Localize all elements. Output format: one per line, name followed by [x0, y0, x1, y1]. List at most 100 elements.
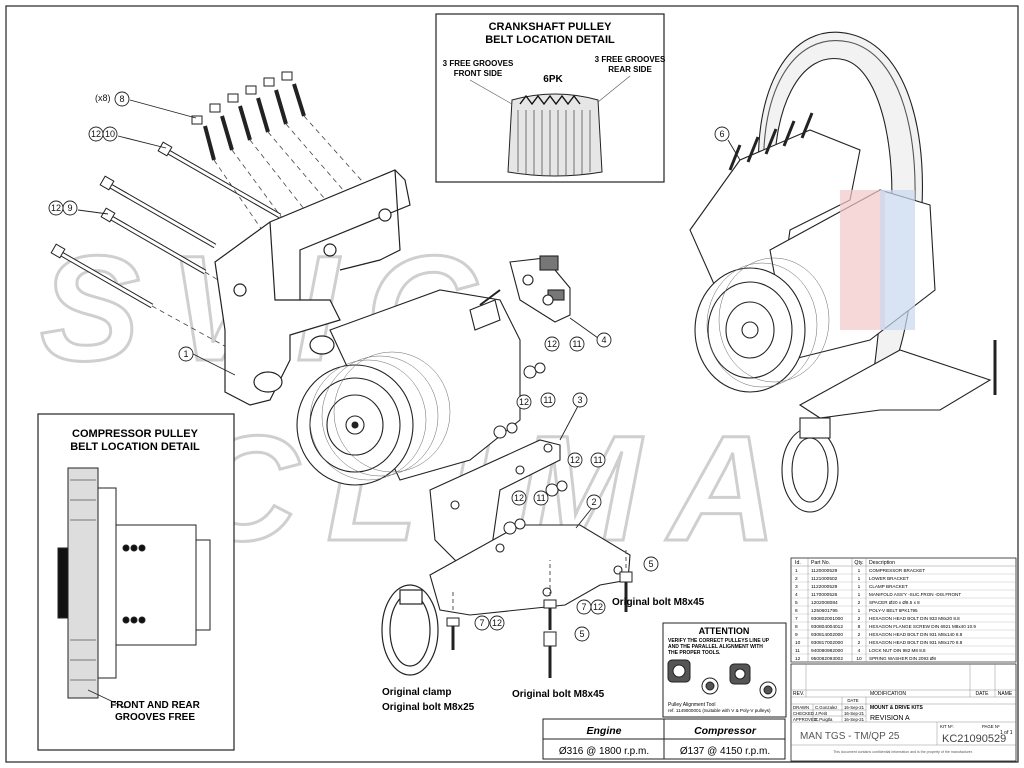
crankshaft-detail-title: CRANKSHAFT PULLEY — [489, 21, 612, 33]
bom-cell: 1250601795 — [811, 608, 838, 614]
svg-text:APPROVED: APPROVED — [793, 717, 817, 722]
bom-cell: 11 — [795, 648, 800, 654]
callout-2 — [586, 494, 602, 510]
callout-11a — [569, 336, 585, 352]
bom-cell: 2 — [795, 576, 798, 582]
bom-cell: LOCK NUT DIN 982 M8 8.8 — [869, 648, 926, 653]
svg-text:This document contains confide: This document contains confidential info… — [833, 750, 973, 754]
svg-text:REAR SIDE: REAR SIDE — [608, 65, 652, 74]
svg-text:8: 8 — [119, 94, 124, 104]
bom-cell: 930804004012 — [811, 624, 843, 630]
svg-text:FRONT SIDE: FRONT SIDE — [454, 69, 503, 78]
svg-text:12: 12 — [570, 455, 580, 465]
callout-6 — [714, 126, 730, 142]
original-clamp — [381, 584, 439, 676]
svg-text:16-Sep-21: 16-Sep-21 — [844, 711, 865, 716]
bom-cell: 10 — [856, 656, 862, 662]
bom-header-cell: Description — [869, 560, 895, 566]
attention-box: ATTENTION VERIFY THE CORRECT PULLEYS LIN… — [662, 622, 787, 718]
bom-cell: HEXAGON HEAD BOLT DIN 931 M8x170 8.8 — [869, 640, 963, 645]
bom-cell: 6 — [795, 608, 798, 614]
svg-text:11: 11 — [543, 395, 552, 405]
kits-label: MOUNT & DRIVE KITS — [870, 705, 923, 711]
svg-text:MODIFICATION: MODIFICATION — [870, 691, 906, 697]
svg-text:3: 3 — [577, 395, 582, 405]
bom-cell: 940080982000 — [811, 648, 843, 654]
svg-text:GROOVES FREE: GROOVES FREE — [115, 712, 195, 723]
revision-label: REVISION A — [870, 715, 910, 722]
svg-text:16-Sep-21: 16-Sep-21 — [844, 717, 865, 722]
bom-cell: 8 — [795, 624, 798, 630]
vehicle-label: MAN TGS - TM/QP 25 — [800, 731, 900, 742]
callout-1 — [178, 346, 194, 362]
engine-value: Ø316 @ 1800 r.p.m. — [559, 746, 649, 757]
part-callouts: (x8) 8 12 10 12 9 1 4 6 12 11 12 11 3 12… — [48, 91, 741, 642]
bom-cell: HEXAGON HEAD BOLT DIN 933 M8x20 8.8 — [869, 616, 960, 621]
svg-text:KIT Nº:: KIT Nº: — [940, 724, 954, 729]
svg-text:16-Sep-21: 16-Sep-21 — [844, 705, 865, 710]
callout-9 — [62, 200, 78, 216]
compressor-value: Ø137 @ 4150 r.p.m. — [680, 746, 770, 757]
bom-cell: 1 — [858, 568, 861, 574]
bom-cell: HEXAGON FLANGE SCREW DIN 6921 M8x40 10.9 — [869, 624, 976, 629]
rear-free-grooves-note: 3 FREE GROOVES — [595, 55, 666, 64]
bom-header-cell: Part No. — [811, 560, 830, 566]
svg-text:10: 10 — [105, 129, 115, 139]
svg-text:AND THE PARALLEL ALIGNMENT WIT: AND THE PARALLEL ALIGNMENT WITH — [668, 644, 763, 650]
bom-cell: LOWER BRACKET — [869, 576, 909, 581]
lower-bracket — [429, 524, 631, 616]
bom-cell: HEXAGON HEAD BOLT DIN 931 M8x140 8.8 — [869, 632, 963, 637]
svg-text:12: 12 — [492, 618, 502, 628]
callout-12h — [489, 615, 505, 631]
kit-number: KC21090529 — [942, 733, 1006, 745]
svg-text:5: 5 — [579, 629, 584, 639]
bom-cell: MANIFOLD ASS'Y -SUC.FRON -DIS.FRONT — [869, 592, 961, 597]
svg-text:12: 12 — [519, 397, 529, 407]
compressor-pulley-icon — [57, 467, 211, 699]
bom-cell: 9 — [795, 632, 798, 638]
callout-5a — [643, 556, 659, 572]
lower-bracket-bolts — [446, 548, 633, 678]
bom-cell: CLAMP BRACKET — [869, 584, 908, 589]
bom-cell: 1 — [858, 592, 861, 598]
crankshaft-pulley-detail: CRANKSHAFT PULLEY BELT LOCATION DETAIL 3… — [435, 13, 666, 183]
svg-text:NAME: NAME — [998, 691, 1013, 697]
bom-cell: POLY-V BELT 6PK1795 — [869, 608, 918, 613]
svg-text:THE PROPER TOOLS.: THE PROPER TOOLS. — [668, 650, 721, 656]
bom-header-cell: Id. — [795, 560, 801, 566]
svg-text:12: 12 — [593, 602, 603, 612]
svg-text:11: 11 — [572, 339, 581, 349]
bom-cell: 4 — [795, 592, 798, 598]
engine-header: Engine — [586, 725, 621, 737]
bom-cell: 1 — [795, 568, 798, 574]
svg-text:C.Gonzalez: C.Gonzalez — [815, 705, 837, 710]
svg-text:5: 5 — [648, 559, 653, 569]
svg-text:11: 11 — [593, 455, 602, 465]
qty-x8-label: (x8) — [95, 93, 111, 103]
pulley-ratio-table: Engine Compressor Ø316 @ 1800 r.p.m. Ø13… — [542, 718, 786, 760]
callout-4 — [596, 332, 612, 348]
bolt-set-exploded — [50, 71, 371, 361]
svg-text:C.Puigtla: C.Puigtla — [815, 717, 833, 722]
bom-header-cell: Qty. — [854, 560, 863, 566]
bom-cell: 930817002000 — [811, 640, 843, 646]
manifold-assembly — [509, 255, 571, 323]
original-bolt-left: Original bolt M8x25 — [382, 702, 475, 713]
compressor-detail-subtitle: BELT LOCATION DETAIL — [70, 441, 200, 453]
annotation-texts: Original bolt M8x45 Original bolt M8x45 … — [382, 597, 705, 713]
clamp-bracket — [429, 439, 561, 566]
bom-cell: SPACER Ø20 x Ø8.5 x 8 — [869, 600, 920, 605]
svg-text:VERIFY THE CORRECT PULLEYS LIN: VERIFY THE CORRECT PULLEYS LINE UP — [668, 638, 770, 644]
svg-text:7: 7 — [479, 618, 484, 628]
svg-text:9: 9 — [67, 203, 72, 213]
belt-type-label: 6PK — [543, 74, 563, 85]
svg-text:ref. 1149000001 (Suitable with: ref. 1149000001 (Suitable with V & Poly-… — [668, 708, 771, 713]
bom-cell: 1120000529 — [811, 568, 838, 574]
nuts-and-washers — [493, 362, 568, 535]
svg-text:2: 2 — [591, 497, 596, 507]
callout-11b — [540, 392, 556, 408]
bom-cell: 3 — [795, 584, 798, 590]
bom-cell: SPRING WASHER DIN 2093 Ø8 — [869, 656, 936, 661]
bom-cell: 2 — [858, 600, 861, 606]
